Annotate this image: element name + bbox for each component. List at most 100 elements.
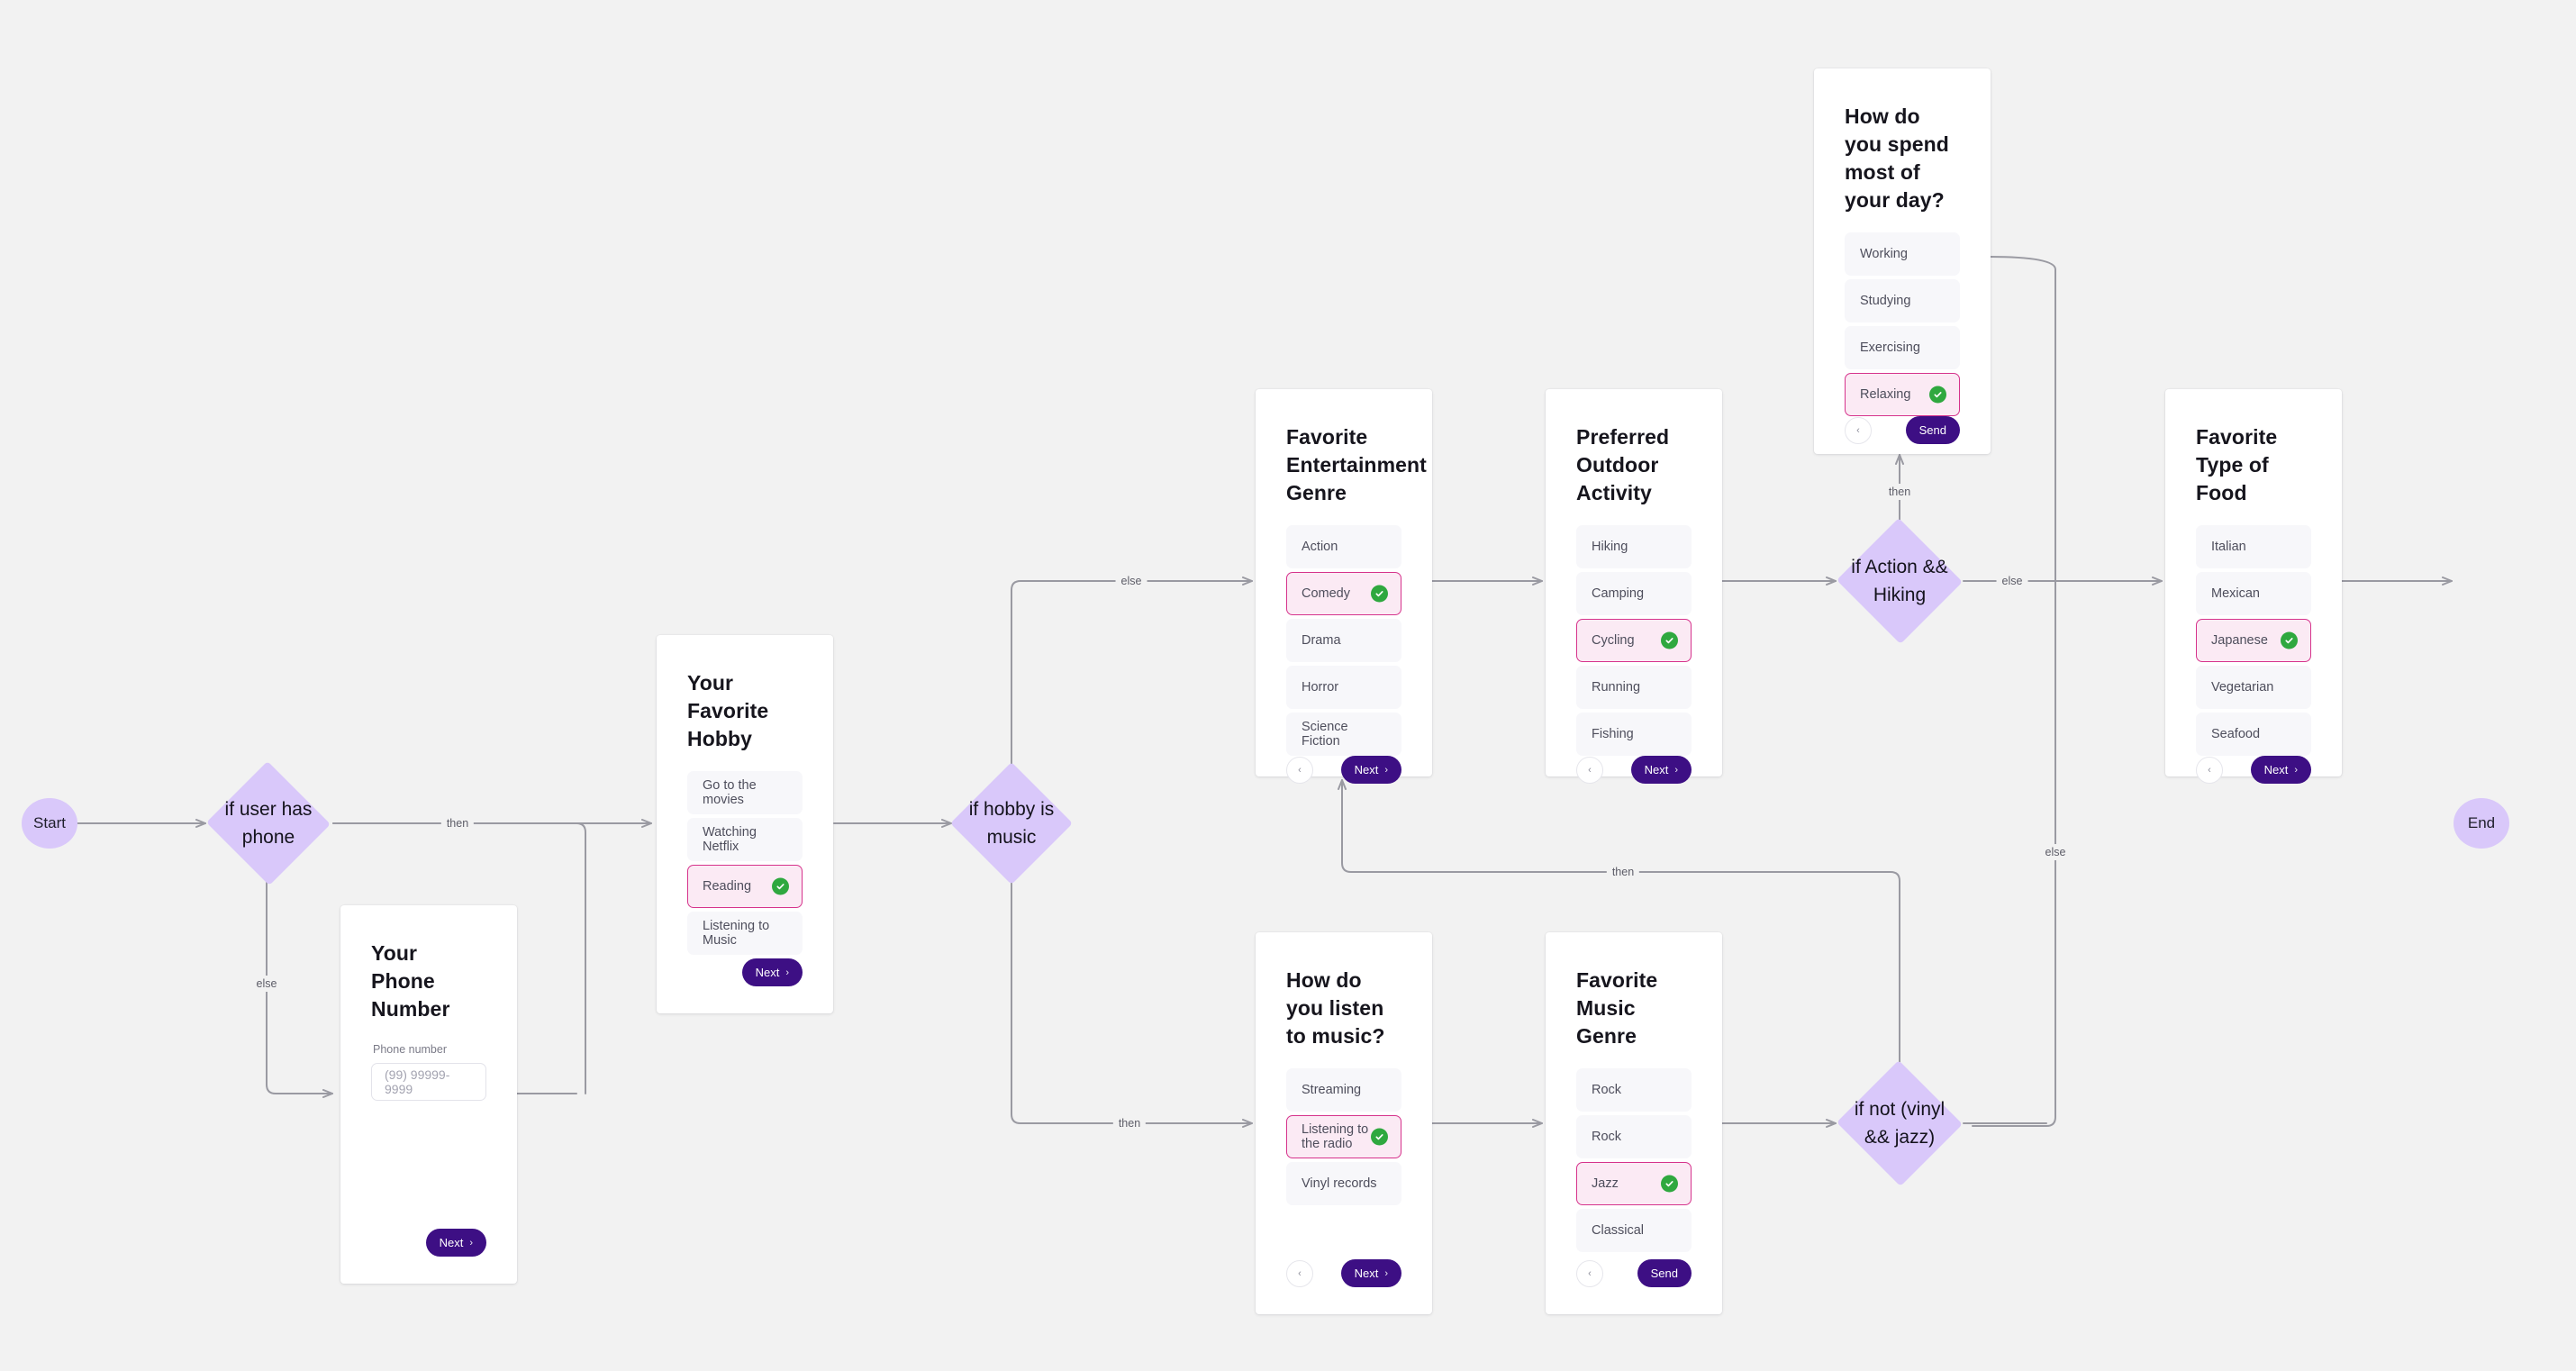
option-label: Rock (1592, 1130, 1622, 1145)
option-item[interactable]: Vegetarian (2196, 666, 2311, 710)
node-decision-hobby-music[interactable]: if hobby is music (950, 762, 1073, 885)
option-label: Hiking (1592, 540, 1628, 555)
card-footer: ‹ Next › (1286, 756, 1401, 785)
option-label: Running (1592, 680, 1641, 695)
option-label: Streaming (1302, 1083, 1362, 1098)
option-item[interactable]: Go to the movies (687, 771, 803, 815)
card-title: Your Phone Number (371, 941, 450, 1021)
chevron-left-icon: ‹ (2208, 764, 2211, 776)
back-button[interactable]: ‹ (1286, 756, 1313, 784)
option-item[interactable]: Rock (1576, 1115, 1692, 1159)
decision-label: if not (vinyl && jazz) (1854, 1098, 1946, 1149)
next-button[interactable]: Next› (2250, 756, 2311, 785)
back-button[interactable]: ‹ (1576, 756, 1603, 784)
card-how-do-you-listen-to-music: How do you listen to music? Streaming Li… (1256, 932, 1432, 1314)
node-decision-has-phone[interactable]: if user has phone (205, 761, 331, 885)
phone-number-input[interactable]: (99) 99999-9999 (371, 1063, 486, 1102)
card-footer: ‹ Next › (1286, 1259, 1401, 1287)
option-item[interactable]: Action (1286, 525, 1401, 569)
option-item[interactable]: Studying (1845, 279, 1960, 323)
option-item[interactable]: Seafood (2196, 713, 2311, 757)
next-button[interactable]: Next› (1630, 756, 1692, 785)
option-item-selected[interactable]: Listening to the radio (1286, 1115, 1401, 1159)
next-button[interactable]: Next › (1340, 756, 1401, 785)
option-item[interactable]: Hiking (1576, 525, 1692, 569)
edge-else-rail (1972, 871, 2056, 1127)
option-item-selected[interactable]: Relaxing (1845, 373, 1960, 417)
option-item[interactable]: Classical (1576, 1209, 1692, 1253)
chevron-right-icon: › (1384, 1267, 1388, 1279)
node-decision-not-vinyl-jazz[interactable]: if not (vinyl && jazz) (1836, 1060, 1964, 1186)
phone-input-placeholder: (99) 99999-9999 (385, 1067, 450, 1097)
option-label: Relaxing (1860, 387, 1911, 403)
option-item[interactable]: Watching Netflix (687, 818, 803, 862)
option-item-selected[interactable]: Japanese (2196, 619, 2311, 663)
node-decision-action-hiking[interactable]: if Action && Hiking (1836, 518, 1964, 644)
option-list: Rock Rock Jazz Classical (1576, 1068, 1692, 1253)
option-label: Horror (1302, 680, 1339, 695)
option-item[interactable]: Mexican (2196, 572, 2311, 616)
chevron-right-icon: › (469, 1237, 473, 1248)
phone-field-group: Phone number (99) 99999-9999 (371, 1041, 486, 1102)
send-button-label: Send (1918, 423, 1946, 438)
option-item[interactable]: Science Fiction (1286, 713, 1401, 757)
next-button[interactable]: Next› (741, 958, 803, 986)
option-item-selected[interactable]: Reading (687, 865, 803, 909)
node-end[interactable]: End (2454, 798, 2509, 849)
card-title: Your Favorite Hobby (687, 671, 769, 751)
edge-hobbymusic-then-listen (1011, 866, 1253, 1128)
card-your-favorite-hobby: Your Favorite Hobby Go to the movies Wat… (657, 635, 833, 1013)
send-button[interactable]: Send (1905, 416, 1960, 445)
option-item-selected[interactable]: Jazz (1576, 1162, 1692, 1206)
edge-label-then-hobbymusic: then (1112, 1115, 1147, 1131)
option-label: Jazz (1592, 1176, 1619, 1192)
node-start[interactable]: Start (22, 798, 77, 849)
option-item[interactable]: Streaming (1286, 1068, 1401, 1112)
option-item-selected[interactable]: Comedy (1286, 572, 1401, 616)
option-label: Vegetarian (2211, 680, 2274, 695)
option-item[interactable]: Fishing (1576, 713, 1692, 757)
option-item[interactable]: Horror (1286, 666, 1401, 710)
option-label: Rock (1592, 1083, 1622, 1098)
send-button[interactable]: Send (1637, 1259, 1692, 1287)
send-button-label: Send (1650, 1267, 1678, 1280)
option-item[interactable]: Drama (1286, 619, 1401, 663)
option-item[interactable]: Working (1845, 232, 1960, 277)
next-button-label: Next (2263, 763, 2289, 777)
back-button[interactable]: ‹ (1576, 1259, 1603, 1287)
option-item[interactable]: Listening to Music (687, 912, 803, 956)
next-button-label: Next (1354, 763, 1379, 777)
card-title: Preferred Outdoor Activity (1576, 425, 1670, 505)
option-item[interactable]: Rock (1576, 1068, 1692, 1112)
option-item[interactable]: Italian (2196, 525, 2311, 569)
back-button[interactable]: ‹ (2196, 756, 2223, 784)
next-button-label: Next (439, 1236, 464, 1249)
option-item[interactable]: Exercising (1845, 326, 1960, 370)
option-item-selected[interactable]: Cycling (1576, 619, 1692, 663)
chevron-left-icon: ‹ (1588, 764, 1592, 776)
card-footer: Next › (371, 1229, 486, 1257)
decision-label: if Action && Hiking (1851, 556, 1948, 606)
phone-field-label: Phone number (373, 1043, 448, 1057)
back-button[interactable]: ‹ (1286, 1259, 1313, 1287)
next-button[interactable]: Next › (425, 1229, 486, 1257)
option-item[interactable]: Vinyl records (1286, 1162, 1401, 1206)
card-preferred-outdoor-activity: Preferred Outdoor Activity Hiking Campin… (1546, 389, 1722, 785)
card-title: Favorite Type of Food (2196, 425, 2278, 505)
option-label: Classical (1592, 1223, 1645, 1239)
option-item[interactable]: Camping (1576, 572, 1692, 616)
card-favorite-music-genre: Favorite Music Genre Rock Rock Jazz Clas… (1546, 932, 1722, 1314)
edge-label-then-loopback: then (1606, 864, 1640, 880)
option-item[interactable]: Running (1576, 666, 1692, 710)
next-button[interactable]: Next › (1340, 1259, 1401, 1287)
back-button[interactable]: ‹ (1845, 416, 1872, 444)
option-label: Comedy (1302, 586, 1350, 602)
card-favorite-entertainment-genre: Favorite Entertainment Genre Action Come… (1256, 389, 1432, 785)
card-your-phone-number: Your Phone Number Phone number (99) 9999… (340, 905, 517, 1284)
option-list: Streaming Listening to the radio Vinyl r… (1286, 1068, 1401, 1206)
chevron-right-icon: › (1384, 764, 1388, 776)
card-title: How do you spend most of your day? (1845, 104, 1949, 213)
next-button-label: Next (1354, 1267, 1379, 1280)
check-icon (772, 877, 789, 895)
